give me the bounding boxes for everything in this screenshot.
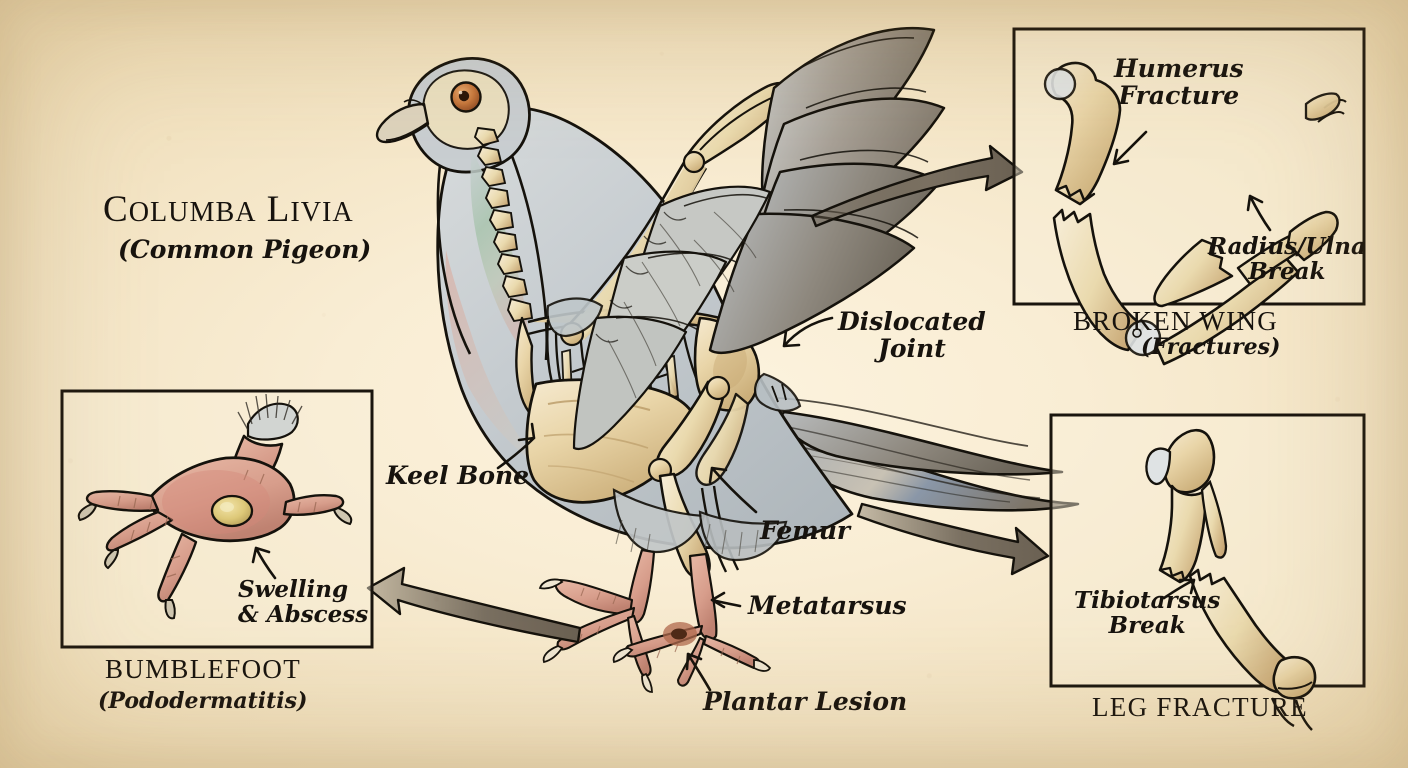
feet — [538, 548, 772, 693]
panel-title-bumblefoot: BUMBLEFOOT — [105, 654, 302, 684]
leader-keel-bone — [496, 422, 536, 470]
annotation-swelling-abscess: Swelling & Abscess — [238, 576, 369, 628]
annotation-leaders — [496, 316, 834, 692]
leader-femur — [708, 466, 758, 514]
arrow-to-broken-wing — [810, 144, 1024, 228]
cervical-vertebrae — [473, 126, 534, 323]
tail-feathers — [771, 397, 1080, 512]
panel-leg-fracture — [1049, 413, 1366, 731]
arrow-to-bumblefoot — [366, 566, 582, 644]
panel-title-leg-fracture: LEG FRACTURE — [1092, 692, 1308, 722]
annotation-radius-ulna-break: Radius/Ulna Break — [1208, 233, 1366, 285]
annotation-humerus-fracture: Humerus Fracture — [1114, 54, 1244, 110]
panel-title-broken-wing: BROKEN WING — [1073, 306, 1279, 336]
annotation-plantar-lesion: Plantar Lesion — [703, 687, 908, 716]
annotation-femur: Femur — [760, 516, 851, 545]
annotation-metatarsus: Metatarsus — [748, 591, 907, 620]
annotation-keel-bone: Keel Bone — [386, 461, 530, 490]
leader-plantar-lesion — [685, 652, 712, 692]
panel-subtitle-broken-wing: (Fractures) — [1141, 334, 1281, 360]
connector-arrows — [366, 144, 1050, 644]
head-and-neck — [375, 57, 549, 361]
leader-metatarsus — [710, 591, 742, 609]
panel-broken-wing — [1012, 27, 1366, 366]
annotation-dislocated-joint: Dislocated Joint — [838, 307, 986, 363]
annotation-tibiotarsus-break: Tibiotarsus Break — [1074, 587, 1221, 639]
wing — [546, 26, 946, 451]
panel-subtitle-bumblefoot: (Pododermatitis) — [98, 688, 308, 714]
abscess-nodule — [210, 494, 254, 528]
page-subtitle: (Common Pigeon) — [118, 235, 372, 264]
pigeon-figure — [375, 26, 1080, 693]
arrow-to-leg-fracture — [856, 502, 1050, 576]
leader-dislocated-joint — [782, 316, 834, 348]
panel-bumblefoot — [60, 389, 374, 649]
page-title: COLUMBA LIVIA — [103, 189, 354, 230]
